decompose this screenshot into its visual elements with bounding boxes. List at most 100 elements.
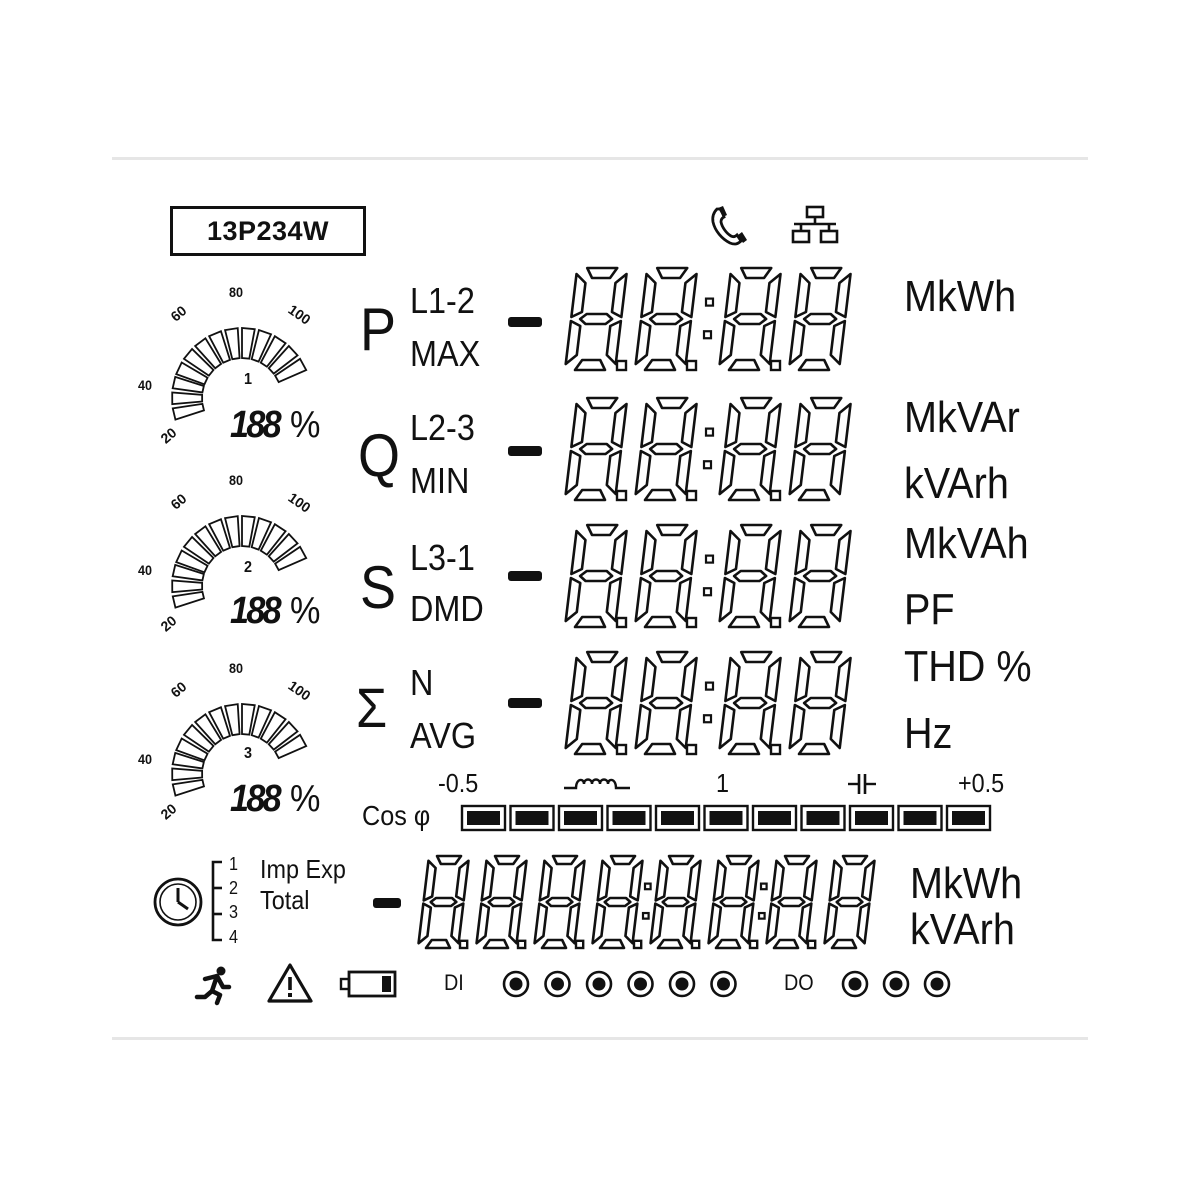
gauge-segment: [193, 337, 223, 370]
gauge-index: 2: [244, 559, 253, 576]
gauge-segment: [174, 361, 209, 386]
gauge-segment: [207, 518, 232, 552]
gauge-segment: [273, 545, 308, 572]
row-symbol: S: [360, 554, 397, 621]
gauge-segment: [193, 713, 223, 746]
gauge-segment: [174, 737, 209, 762]
gauge-segment: [171, 402, 206, 421]
row-unit-bottom: PF: [904, 585, 955, 634]
gauge-3-segments: [171, 703, 308, 797]
seven-segment-digit: 8: [707, 854, 768, 950]
total-label: Total: [260, 885, 310, 915]
row-bottom-label: MIN: [410, 460, 470, 501]
row-top-label: N: [410, 662, 434, 703]
gauge-segment: [223, 327, 241, 361]
imp-exp-label: Imp Exp: [260, 854, 346, 884]
energy-unit-top: MkWh: [910, 859, 1023, 908]
di-indicator: [627, 970, 654, 998]
di-indicator: [710, 970, 737, 998]
seven-segment-digit: 8: [788, 396, 852, 502]
gauge-percent-value: 188: [230, 404, 282, 446]
cos-phi-segment: [460, 804, 507, 832]
gauge-index: 3: [244, 745, 253, 762]
row-unit-top: MkVAr: [904, 393, 1020, 442]
gauge-segment: [273, 357, 308, 384]
cos-phi-segment: [606, 804, 652, 832]
seven-segment-digit: 8: [533, 854, 586, 950]
gauge-segment: [182, 535, 215, 565]
cos-phi-segment: [557, 804, 604, 832]
gauge-2-segments: [171, 515, 308, 609]
seven-segment-digit: 8: [718, 523, 782, 629]
tariff-2: 2: [229, 878, 239, 898]
seven-segment-digit: 8: [564, 266, 628, 372]
seven-segment-digit: 8: [564, 396, 628, 502]
tariff-4: 4: [229, 927, 239, 947]
gauge-percent-sign: %: [290, 404, 321, 446]
gauge-segment: [182, 723, 215, 753]
gauge-segment: [259, 334, 287, 368]
row-symbol: P: [360, 296, 397, 363]
row-unit-top: MkWh: [904, 272, 1017, 321]
minus-segment: [508, 698, 542, 708]
inductive-icon: [562, 776, 632, 792]
gauge-1-segments: [171, 327, 308, 421]
gauge-segment: [207, 330, 232, 364]
seven-segment-digit: 8: [564, 523, 628, 629]
gauge-segment: [171, 563, 205, 582]
gauge-segment: [273, 733, 308, 760]
gauge-segment: [241, 703, 256, 736]
seven-segment-digit: 8: [788, 650, 852, 756]
gauge-percent-sign: %: [290, 590, 321, 632]
gauge-segment: [250, 516, 273, 551]
row-symbol: Q: [358, 422, 401, 489]
warning-icon: [266, 962, 314, 1004]
gauge-segment: [241, 327, 256, 360]
seven-segment-digit: 8: [591, 854, 652, 950]
top-divider: [112, 157, 1088, 160]
gauge-tick-80: 80: [229, 284, 244, 300]
row-bottom-label: DMD: [410, 588, 484, 629]
do-indicator: [923, 970, 951, 998]
gauge-percent-sign: %: [290, 778, 321, 820]
running-man-icon: [193, 965, 233, 1006]
di-indicator: [585, 970, 613, 998]
row-top-label: L1-2: [410, 280, 475, 321]
gauge-3: 20 40 60 80 100 3 188 %: [130, 656, 350, 846]
row-symbol: Σ: [356, 676, 388, 739]
gauge-segment: [267, 532, 299, 563]
network-icon: [790, 205, 840, 245]
cos-phi-segment: [800, 804, 846, 832]
minus-segment: [508, 446, 542, 456]
bottom-divider: [112, 1037, 1088, 1040]
gauge-segment: [171, 391, 204, 406]
cos-phi-segment: [509, 804, 555, 832]
seven-segment-digit: 8: [823, 854, 876, 950]
gauge-segment: [259, 522, 287, 556]
seven-segment-digit: 8: [634, 396, 715, 502]
gauge-segment: [259, 710, 287, 744]
gauge-segment: [223, 515, 241, 549]
gauge-segment: [207, 706, 232, 740]
battery-icon: [339, 970, 398, 998]
energy-minus-segment: [373, 898, 401, 908]
di-indicator: [502, 970, 530, 998]
seven-segment-digit: 8: [765, 854, 818, 950]
model-code-box: 13P234W: [170, 206, 366, 256]
cos-scale-left: -0.5: [438, 768, 479, 798]
seven-segment-digit: 8: [718, 650, 782, 756]
cos-phi-segment: [654, 804, 701, 832]
gauge-tick-40: 40: [138, 562, 153, 578]
cos-phi-label: Cos φ: [362, 800, 431, 831]
di-indicator: [668, 970, 696, 998]
gauge-segment: [267, 720, 299, 751]
seven-segment-digit: 8: [649, 854, 702, 950]
seven-segment-digit: 8: [417, 854, 470, 950]
gauge-index: 1: [244, 371, 253, 388]
